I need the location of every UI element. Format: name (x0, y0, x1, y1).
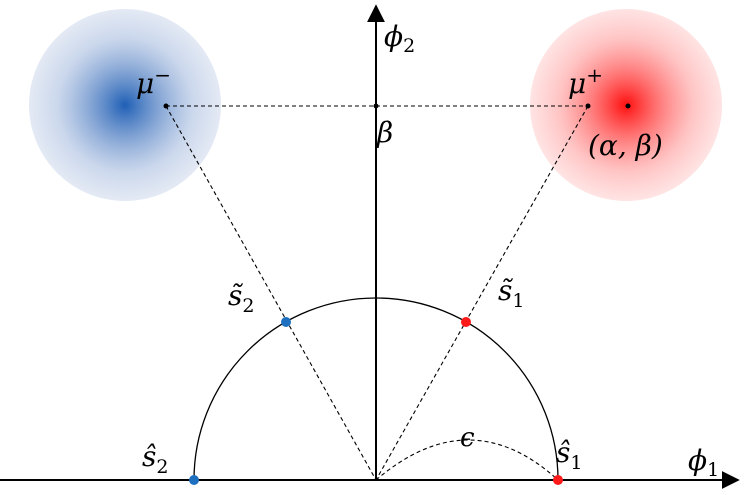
mu-minus-label: μ− (136, 63, 171, 100)
s1-hat-label: ŝ1 (556, 436, 582, 474)
mu-plus-point (585, 103, 591, 109)
phi1-axis-label: ϕ1 (688, 444, 719, 481)
beta-label: β (376, 116, 393, 149)
s2-tilde-label: s̃2 (228, 279, 254, 317)
s1-hat-point (553, 475, 563, 485)
mu-minus-point (163, 103, 169, 109)
s1-tilde-label: s̃1 (498, 274, 524, 312)
s1-tilde-point (461, 317, 471, 327)
unit-semicircle (193, 297, 559, 481)
mu-plus-dashed-line (375, 105, 589, 481)
alpha-beta-point (625, 103, 631, 109)
phi2-axis-label: ϕ2 (384, 20, 415, 57)
epsilon-label: ϵ (460, 423, 475, 453)
mu-plus-label: μ+ (568, 63, 603, 100)
mu-minus-dashed-line (165, 105, 377, 481)
s2-tilde-point (281, 317, 291, 327)
s2-hat-point (189, 475, 199, 485)
blue-gaussian-cloud (29, 9, 221, 201)
s2-hat-label: ŝ2 (142, 440, 168, 478)
epsilon-dashed-arc (375, 439, 559, 481)
alpha-beta-label: (α, β) (588, 129, 663, 162)
beta-point (373, 103, 379, 109)
